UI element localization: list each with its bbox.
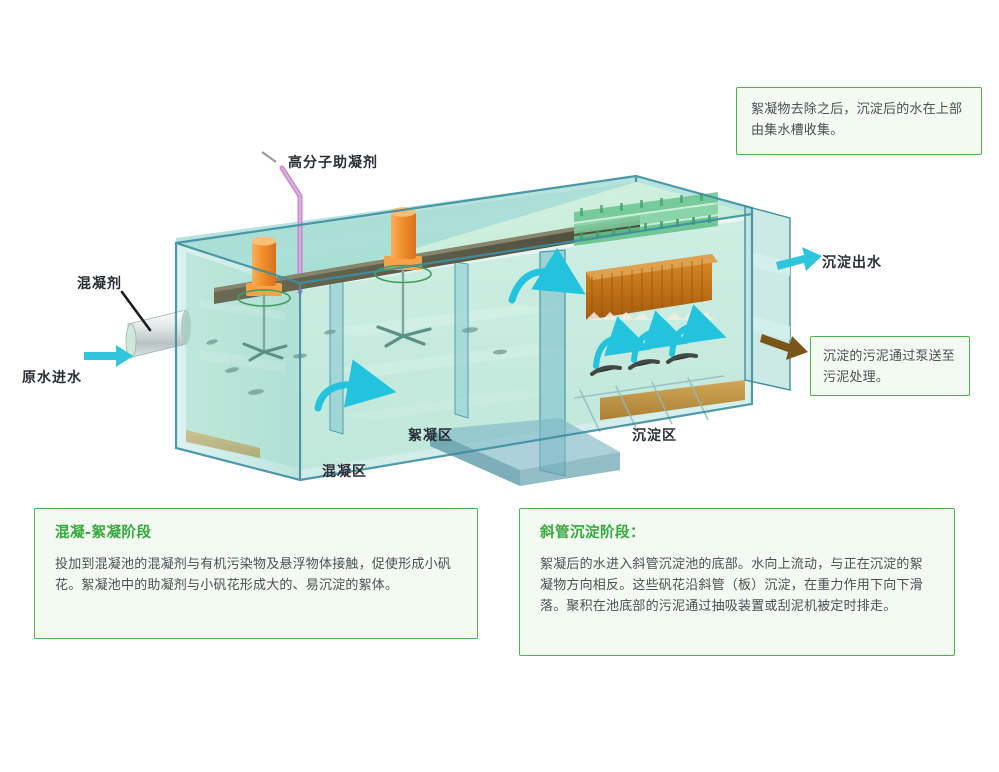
polymer-leader-line [261, 151, 277, 163]
label-raw-water-inlet: 原水进水 [22, 370, 82, 386]
callout-coagulation-stage: 混凝-絮凝阶段 投加到混凝池的混凝剂与有机污染物及悬浮物体接触，促使形成小矾花。… [34, 508, 478, 639]
floc-particles [206, 327, 507, 395]
callout-effluent-collection-text: 絮凝物去除之后，沉淀后的水在上部由集水槽收集。 [751, 102, 963, 138]
label-zone-coagulation: 混凝区 [322, 464, 367, 480]
callout-settling-stage-title: 斜管沉淀阶段： [540, 525, 645, 541]
callout-effluent-collection: 絮凝物去除之后，沉淀后的水在上部由集水槽收集。 [736, 87, 982, 155]
raw-water-arrow [84, 345, 133, 367]
label-polymer-aid: 高分子助凝剂 [288, 155, 378, 171]
callout-coagulation-stage-text: 投加到混凝池的混凝剂与有机污染物及悬浮物体接触，促使形成小矾花。絮凝池中的助凝剂… [55, 557, 452, 594]
callout-coagulation-stage-title: 混凝-絮凝阶段 [55, 525, 152, 541]
label-settled-effluent: 沉淀出水 [822, 255, 882, 271]
flow-arrows-internal [314, 247, 586, 412]
callout-settling-stage: 斜管沉淀阶段： 絮凝后的水进入斜管沉淀池的底部。水向上流动，与正在沉淀的絮凝物方… [519, 508, 955, 656]
mixer-flocculation [374, 207, 432, 348]
polymer-dosing-pipe [279, 165, 303, 295]
scraper-rails [573, 375, 725, 433]
mixer-coagulation [237, 236, 291, 362]
callout-sludge-handling-text: 沉淀的污泥通过泵送至污泥处理。 [823, 349, 956, 385]
callout-settling-stage-text: 絮凝后的水进入斜管沉淀池的底部。水向上流动，与正在沉淀的絮凝物方向相反。这些矾花… [540, 557, 923, 615]
label-zone-flocculation: 絮凝区 [408, 428, 453, 444]
coagulant-leader-line [120, 290, 152, 332]
sludge-hopper [186, 380, 745, 486]
callout-sludge-handling: 沉淀的污泥通过泵送至污泥处理。 [810, 336, 970, 396]
label-coagulant: 混凝剂 [77, 276, 122, 292]
sludge-discharge-arrow [760, 334, 808, 360]
mixer-bridge [214, 216, 640, 304]
settled-effluent-arrow [776, 247, 822, 271]
tube-settler-pack [586, 254, 718, 320]
label-zone-sedimentation: 沉淀区 [632, 428, 677, 444]
rising-flow-arrows [593, 304, 727, 369]
settled-sludge-streaks [590, 353, 698, 376]
tank-outline [174, 174, 754, 482]
